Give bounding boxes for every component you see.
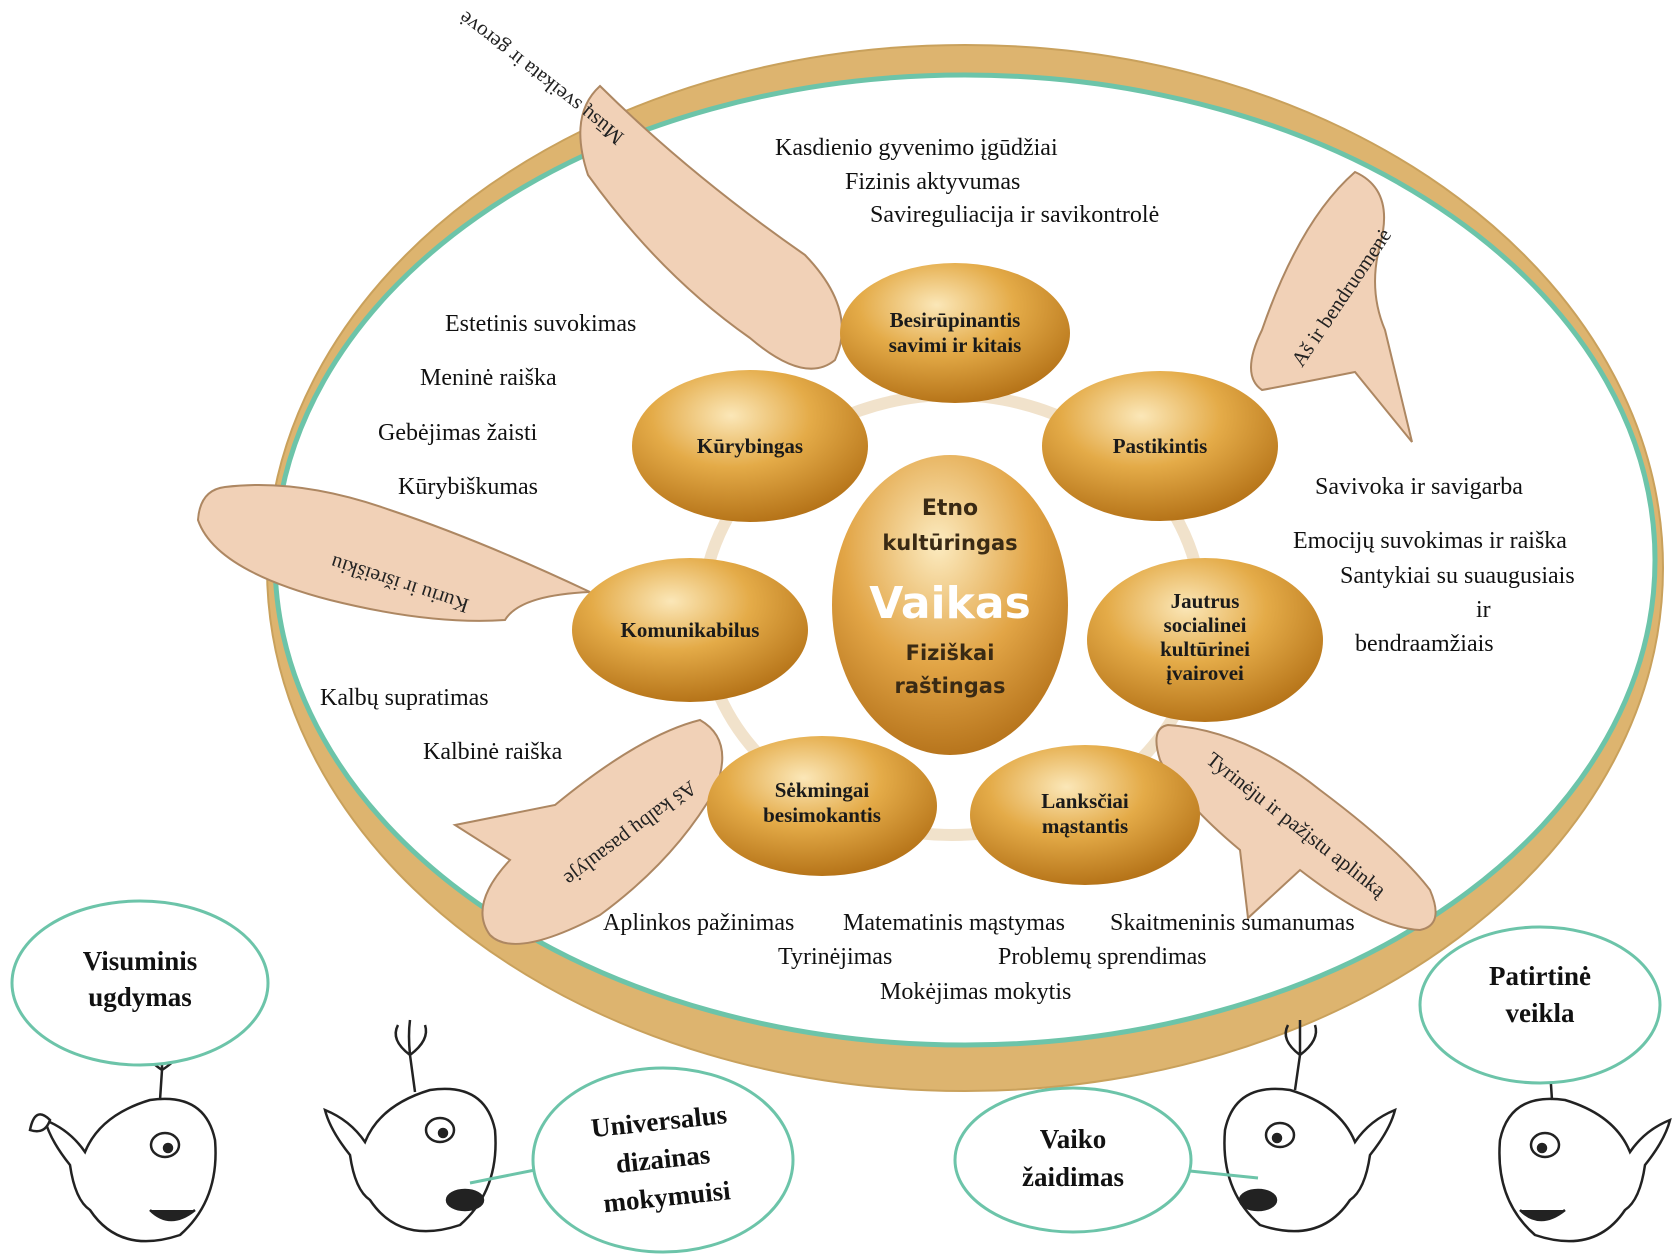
node-creative: Kūrybingas bbox=[632, 370, 868, 522]
node-confident-line1: Pastikintis bbox=[1113, 434, 1208, 458]
competence-item: Santykiai su suaugusiais bbox=[1340, 563, 1575, 589]
node-sensitive: Jautrus socialinei kultūrinei įvairovei bbox=[1087, 558, 1323, 722]
label-visuminis: Visuminis ugdymas bbox=[10, 899, 270, 1067]
social-competences: Savivoka ir savigarba Emocijų suvokimas … bbox=[1293, 474, 1575, 657]
environment-competences: Aplinkos pažinimas Matematinis mąstymas … bbox=[603, 910, 1355, 1005]
node-communicative-line1: Komunikabilus bbox=[621, 618, 760, 642]
node-learner-line2: besimokantis bbox=[763, 803, 881, 827]
competence-item: Fizinis aktyvumas bbox=[845, 169, 1020, 195]
competence-item: Problemų sprendimas bbox=[998, 944, 1207, 970]
whale-icon bbox=[28, 1038, 217, 1243]
node-sensitive-line2: socialinei bbox=[1164, 613, 1247, 637]
competence-item: Estetinis suvokimas bbox=[445, 311, 636, 337]
competence-item: Kalbinė raiška bbox=[423, 739, 563, 765]
node-sensitive-line3: kultūrinei bbox=[1160, 637, 1250, 661]
label-vaiko-line1: Vaiko bbox=[1040, 1124, 1107, 1154]
competence-item: Mokėjimas mokytis bbox=[880, 979, 1071, 1005]
center-line3: Vaikas bbox=[869, 578, 1031, 629]
center-node: Etno kultūringas Vaikas Fiziškai rašting… bbox=[832, 455, 1068, 755]
node-learner: Sėkmingai besimokantis bbox=[707, 736, 937, 876]
node-sensitive-line4: įvairovei bbox=[1166, 661, 1244, 685]
competence-item: Emocijų suvokimas ir raiška bbox=[1293, 528, 1567, 554]
label-vaiko: Vaiko žaidimas bbox=[953, 1086, 1259, 1234]
bubble-language: Aš kalbų pasaulyje bbox=[452, 718, 724, 945]
node-caring-line2: savimi ir kitais bbox=[889, 333, 1022, 357]
center-line5: raštingas bbox=[895, 674, 1006, 698]
language-competences: Kalbų supratimas Kalbinė raiška bbox=[320, 685, 563, 765]
node-communicative: Komunikabilus bbox=[572, 558, 808, 702]
node-caring-line1: Besirūpinantis bbox=[890, 308, 1021, 332]
whale-icon bbox=[1223, 1020, 1397, 1233]
competence-item: bendraamžiais bbox=[1355, 631, 1494, 657]
competence-item: Savireguliacija ir savikontrolė bbox=[870, 202, 1159, 228]
bubble-health-label: Mūsų sveikata ir gerovė bbox=[454, 6, 628, 150]
node-flexible: Lanksčiai mąstantis bbox=[970, 745, 1200, 885]
whale-icon bbox=[1498, 1038, 1672, 1243]
node-flexible-line1: Lanksčiai bbox=[1041, 789, 1129, 813]
bubble-community: Aš ir bendruomenė bbox=[1250, 170, 1413, 443]
center-line4: Fiziškai bbox=[906, 641, 995, 665]
label-visuminis-line1: Visuminis bbox=[83, 946, 198, 976]
competence-item: Kasdienio gyvenimo įgūdžiai bbox=[775, 135, 1058, 161]
competence-item: Aplinkos pažinimas bbox=[603, 910, 794, 936]
health-competences: Kasdienio gyvenimo įgūdžiai Fizinis akty… bbox=[775, 135, 1159, 228]
node-creative-line1: Kūrybingas bbox=[697, 434, 803, 458]
competence-item: Gebėjimas žaisti bbox=[378, 420, 538, 446]
competence-item: Kalbų supratimas bbox=[320, 685, 489, 711]
center-line1: Etno bbox=[922, 496, 978, 521]
art-competences: Estetinis suvokimas Meninė raiška Gebėji… bbox=[378, 311, 636, 500]
center-line2: kultūringas bbox=[882, 531, 1017, 555]
node-flexible-line2: mąstantis bbox=[1042, 814, 1128, 838]
node-learner-line1: Sėkmingai bbox=[775, 778, 870, 802]
competence-item: Skaitmeninis sumanumas bbox=[1110, 910, 1355, 936]
competence-item: Kūrybiškumas bbox=[398, 474, 538, 500]
competence-item: Tyrinėjimas bbox=[778, 944, 892, 970]
label-patirtine-line2: veikla bbox=[1505, 998, 1575, 1028]
label-patirtine: Patirtinė veikla bbox=[1418, 925, 1662, 1085]
competence-item: ir bbox=[1476, 597, 1491, 623]
label-universalus: Universalus dizainas mokymuisi bbox=[469, 1066, 795, 1254]
label-vaiko-line2: žaidimas bbox=[1022, 1162, 1124, 1192]
competence-item: Meninė raiška bbox=[420, 365, 557, 391]
competence-item: Savivoka ir savigarba bbox=[1315, 474, 1523, 500]
competence-item: Matematinis mąstymas bbox=[843, 910, 1065, 936]
whale-icon bbox=[323, 1019, 497, 1233]
label-visuminis-line2: ugdymas bbox=[88, 982, 192, 1012]
label-patirtine-line1: Patirtinė bbox=[1489, 961, 1591, 991]
node-caring: Besirūpinantis savimi ir kitais bbox=[840, 263, 1070, 403]
node-confident: Pastikintis bbox=[1042, 371, 1278, 521]
bubble-create: Kuriu ir išreiškiu bbox=[196, 484, 591, 622]
node-sensitive-line1: Jautrus bbox=[1171, 589, 1240, 613]
